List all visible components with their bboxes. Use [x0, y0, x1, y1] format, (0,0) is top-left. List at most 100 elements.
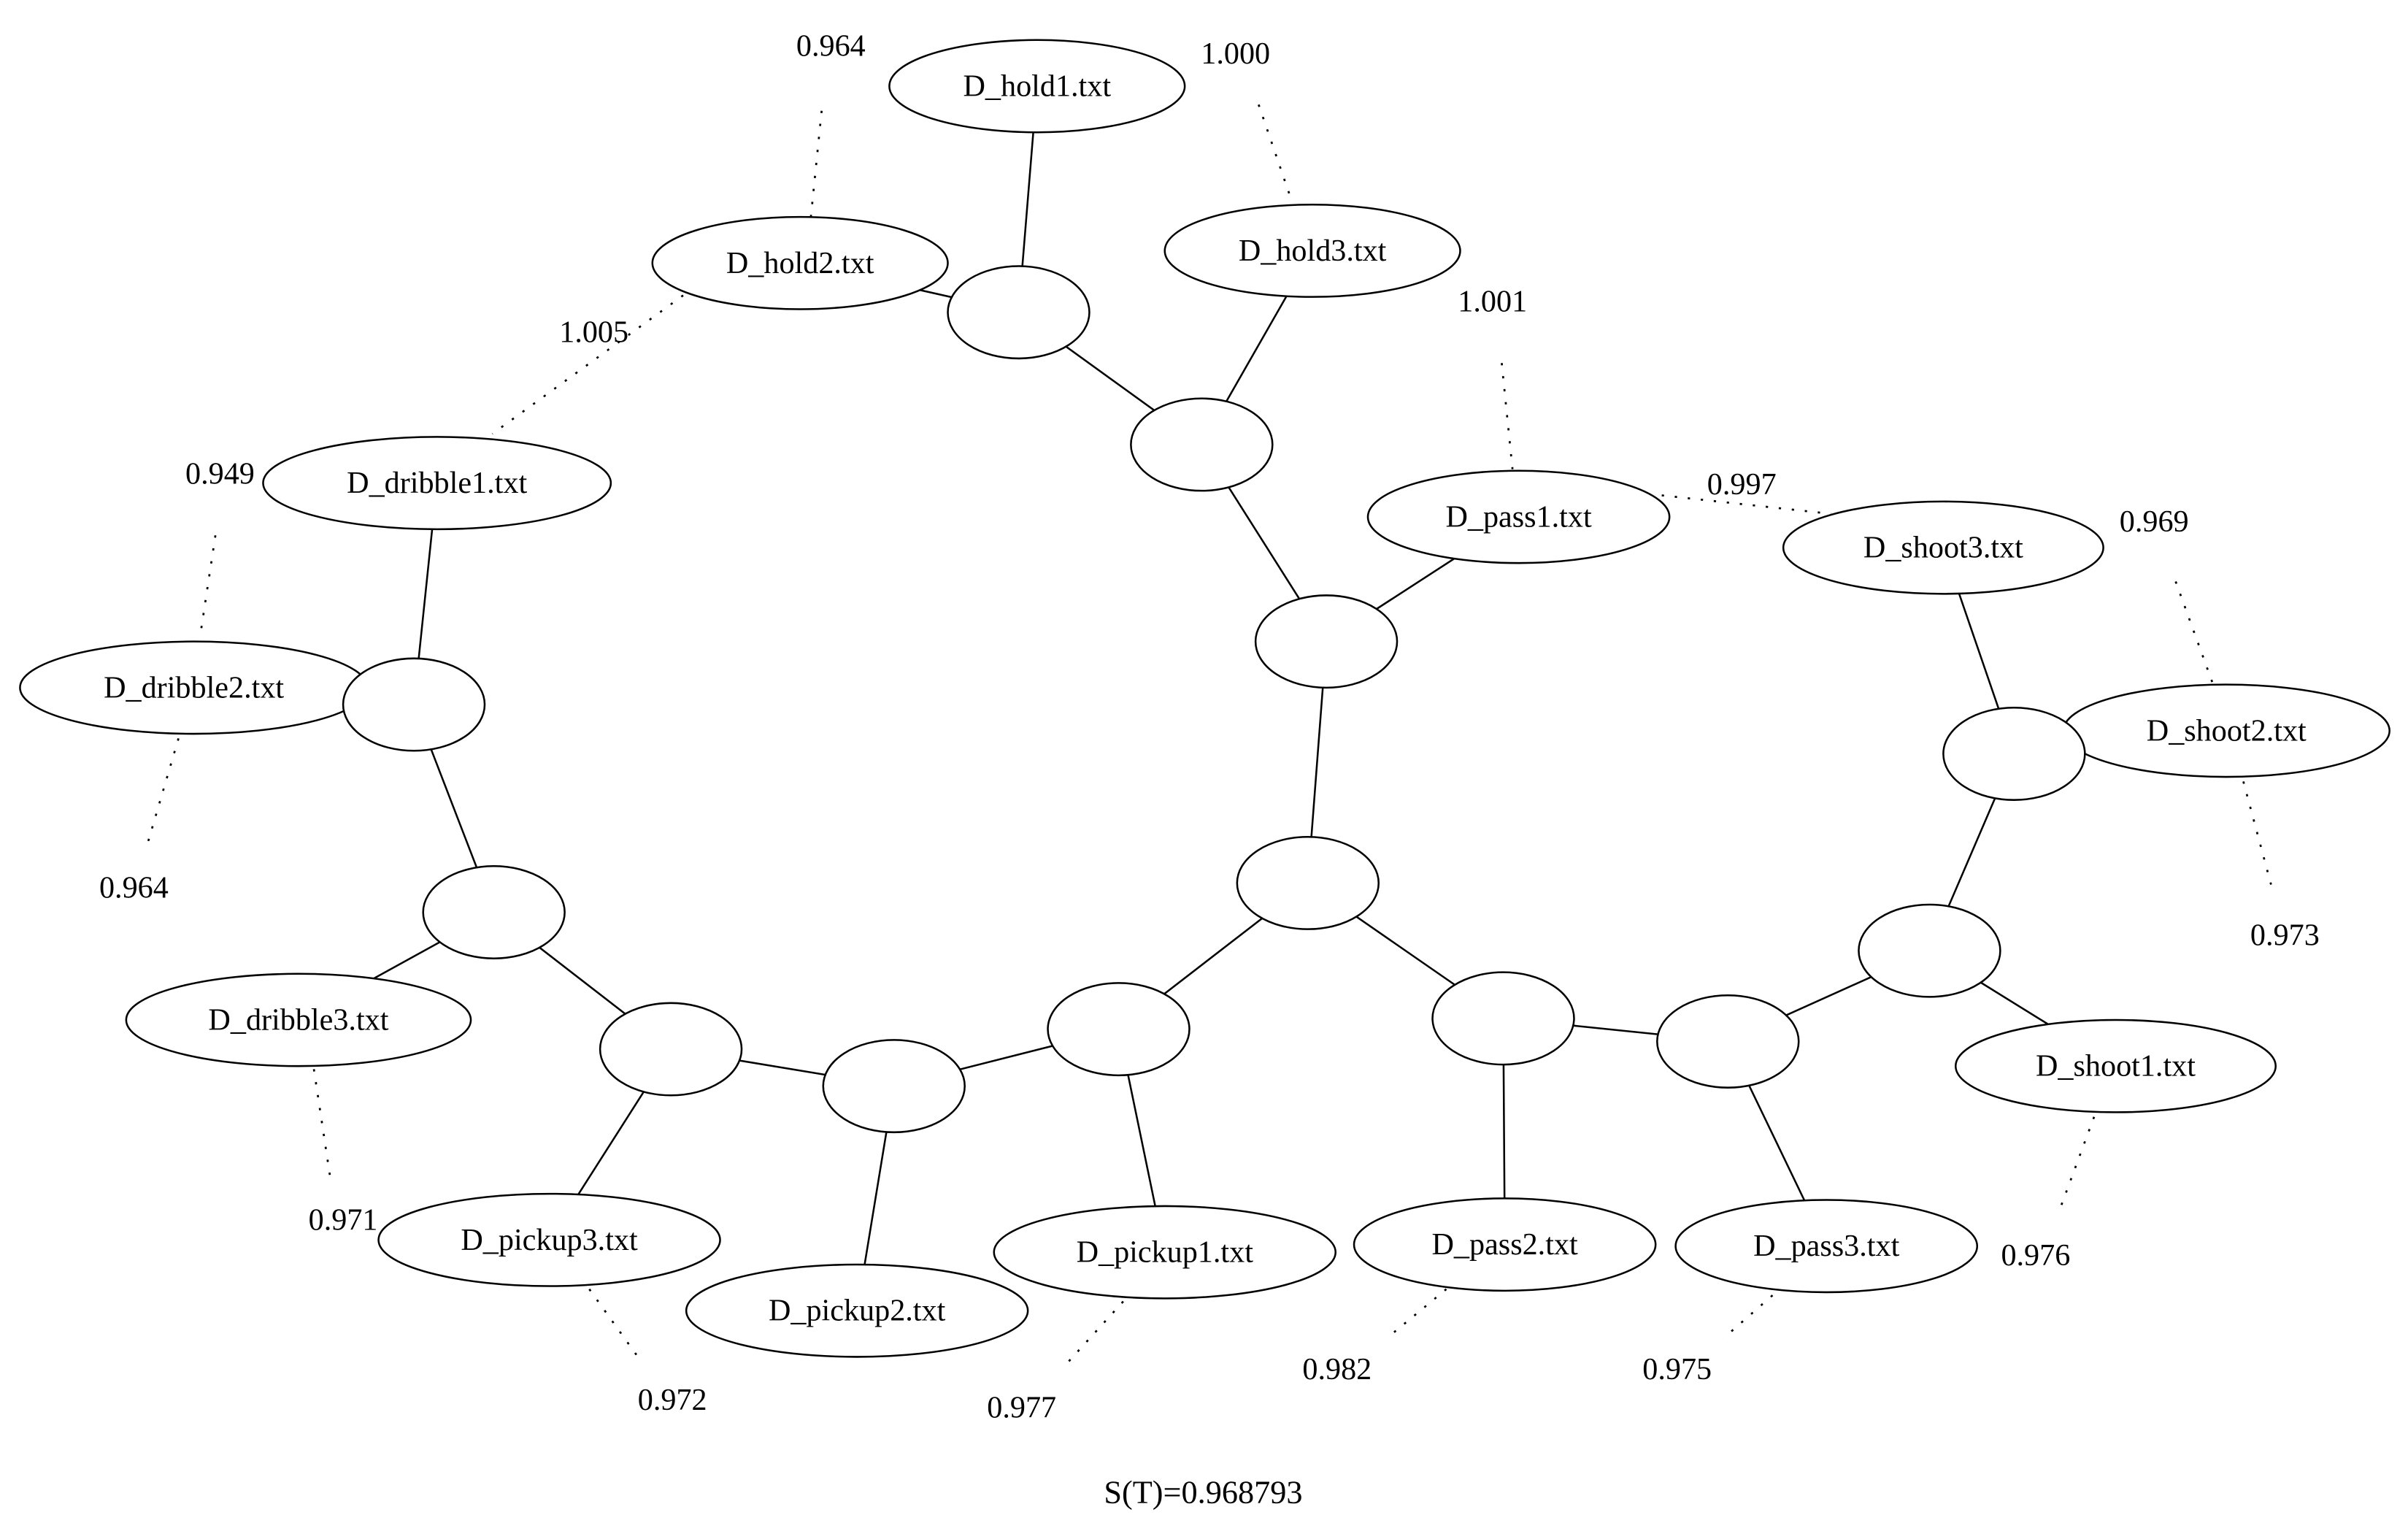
internal-node-ellipse: [1656, 994, 1800, 1089]
score-connector: [1501, 363, 1514, 469]
internal-node: [422, 865, 566, 959]
internal-node: [1942, 706, 2086, 801]
leaf-label: D_shoot3.txt: [1863, 531, 2023, 565]
internal-node: [1236, 835, 1380, 930]
score-connector: [2058, 1116, 2096, 1213]
internal-node: [599, 1002, 743, 1097]
score-connector: [1393, 1288, 1447, 1333]
internal-node-ellipse: [342, 657, 486, 752]
internal-node-ellipse: [1236, 835, 1380, 930]
leaf-label: D_hold2.txt: [726, 246, 874, 280]
leaf-label: D_dribble3.txt: [208, 1002, 388, 1037]
internal-node: [1130, 397, 1274, 492]
leaf-node-pass1: D_pass1.txt: [1366, 469, 1671, 564]
leaf-label: D_pass2.txt: [1432, 1227, 1579, 1262]
leaf-node-pickup1: D_pickup1.txt: [993, 1205, 1336, 1300]
leaf-ellipse: [125, 973, 472, 1067]
score-connector: [809, 110, 823, 218]
tree-score-footer: S(T)=0.968793: [1104, 1474, 1302, 1510]
leaf-node-hold3: D_hold3.txt: [1163, 203, 1461, 298]
internal-node: [1656, 994, 1800, 1089]
score-connector: [147, 738, 180, 844]
leaf-node-pickup3: D_pickup3.txt: [377, 1192, 721, 1287]
internal-node-ellipse: [1858, 903, 2001, 998]
leaf-ellipse: [1782, 500, 2104, 595]
leaf-ellipse: [1366, 469, 1671, 564]
score-label: 1.000: [1201, 37, 1270, 71]
score-label: 0.949: [185, 456, 255, 491]
score-connector: [1061, 1300, 1124, 1370]
internal-node: [342, 657, 486, 752]
score-connector: [588, 1288, 642, 1361]
score-label: 0.973: [2250, 918, 2320, 953]
leaf-ellipse: [1163, 203, 1461, 298]
leaf-node-shoot2: D_shoot2.txt: [2062, 683, 2390, 778]
leaf-node-dribble3: D_dribble3.txt: [125, 973, 472, 1067]
leaf-label: D_shoot1.txt: [2036, 1049, 2196, 1083]
score-connectors-layer: [147, 104, 2272, 1370]
leaf-ellipse: [262, 436, 612, 531]
score-label: 0.964: [99, 870, 169, 905]
score-connector: [1258, 104, 1294, 204]
leaf-node-dribble1: D_dribble1.txt: [262, 436, 612, 531]
score-connector: [1661, 494, 1831, 515]
internal-node-ellipse: [1047, 982, 1190, 1077]
score-label: 0.977: [987, 1390, 1056, 1424]
internal-node: [1431, 971, 1575, 1066]
leaf-label: D_pickup2.txt: [769, 1294, 946, 1328]
score-connector: [2242, 781, 2272, 885]
leaf-label: D_hold1.txt: [963, 69, 1112, 104]
score-label: 0.982: [1302, 1352, 1372, 1386]
leaf-label: D_hold3.txt: [1239, 234, 1387, 268]
internal-node: [1047, 982, 1190, 1077]
score-label: 0.964: [796, 29, 866, 64]
leaf-ellipse: [1954, 1018, 2277, 1113]
leaf-node-pass2: D_pass2.txt: [1353, 1197, 1657, 1292]
score-label: 0.975: [1642, 1352, 1712, 1386]
leaf-node-pass3: D_pass3.txt: [1674, 1199, 1979, 1294]
score-label: 1.001: [1458, 284, 1527, 318]
score-connector: [2174, 581, 2214, 684]
internal-node-ellipse: [1431, 971, 1575, 1066]
leaf-label: D_pass1.txt: [1445, 499, 1592, 534]
internal-node-ellipse: [947, 265, 1090, 360]
leaf-label: D_pickup1.txt: [1077, 1235, 1254, 1270]
internal-node: [947, 265, 1090, 360]
leaf-ellipse: [685, 1263, 1029, 1358]
leaf-label: D_dribble1.txt: [347, 466, 527, 500]
score-connector: [312, 1069, 332, 1182]
score-connector: [491, 294, 684, 435]
internal-node-ellipse: [822, 1039, 966, 1134]
internal-node-ellipse: [1942, 706, 2086, 801]
leaf-node-hold2: D_hold2.txt: [651, 215, 949, 310]
leaf-label: D_shoot2.txt: [2147, 713, 2307, 748]
score-label: 0.997: [1707, 467, 1777, 502]
internal-node-ellipse: [1254, 594, 1399, 689]
leaf-ellipse: [377, 1192, 721, 1287]
internal-node: [1254, 594, 1399, 689]
score-label: 0.972: [638, 1383, 707, 1417]
leaf-node-hold1: D_hold1.txt: [888, 39, 1186, 134]
score-label: 1.005: [559, 315, 628, 350]
leaf-node-pickup2: D_pickup2.txt: [685, 1263, 1029, 1358]
score-label: 0.976: [2001, 1238, 2070, 1273]
leaf-label: D_pickup3.txt: [461, 1223, 638, 1257]
internal-node-ellipse: [599, 1002, 743, 1097]
leaf-ellipse: [888, 39, 1186, 134]
internal-node: [1858, 903, 2001, 998]
leaf-node-shoot3: D_shoot3.txt: [1782, 500, 2104, 595]
score-label: 0.971: [309, 1202, 378, 1237]
leaf-label: D_pass3.txt: [1753, 1229, 1900, 1263]
score-connector: [199, 535, 217, 637]
leaf-node-shoot1: D_shoot1.txt: [1954, 1018, 2277, 1113]
internal-node-ellipse: [1130, 397, 1274, 492]
leaf-ellipse: [1353, 1197, 1657, 1292]
leaf-ellipse: [1674, 1199, 1979, 1294]
internal-node-ellipse: [422, 865, 566, 959]
leaf-ellipse: [651, 215, 949, 310]
leaf-label: D_dribble2.txt: [104, 670, 284, 705]
leaf-ellipse: [993, 1205, 1336, 1300]
